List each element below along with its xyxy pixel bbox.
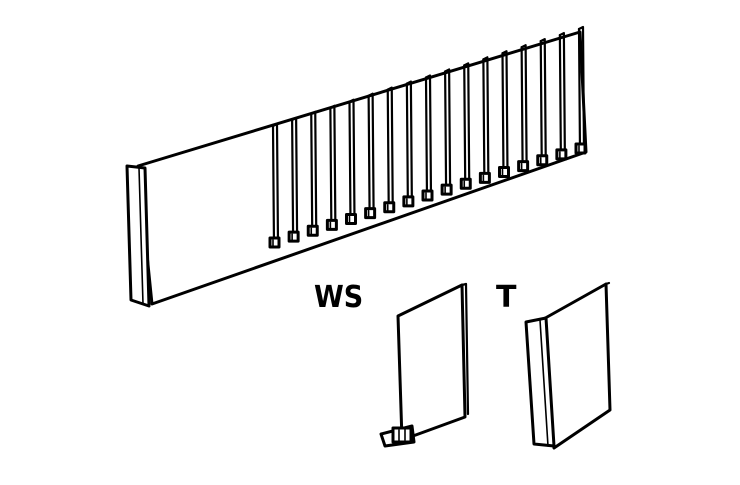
divider-fin-edge bbox=[271, 122, 280, 246]
divider-fin-edge bbox=[444, 68, 452, 193]
divider-fin bbox=[459, 62, 472, 190]
divider-fin-edge bbox=[424, 74, 433, 199]
divider-fin-edge bbox=[520, 44, 528, 169]
divider-clip bbox=[574, 142, 587, 155]
ws-label: WS bbox=[314, 280, 364, 315]
divider-fin-front bbox=[463, 64, 467, 189]
ws-divider-panel bbox=[396, 283, 467, 442]
divider-fin bbox=[364, 92, 377, 220]
divider-fin-edge bbox=[482, 56, 490, 181]
divider-fin-edge bbox=[501, 50, 509, 175]
divider-clip bbox=[421, 189, 434, 202]
divider-clip bbox=[555, 148, 568, 161]
divider-clip bbox=[517, 160, 530, 173]
divider-fin bbox=[574, 25, 587, 155]
divider-fin bbox=[402, 80, 415, 208]
divider-fin-edge bbox=[367, 92, 375, 216]
divider-fin-front bbox=[386, 88, 390, 212]
divider-fin-front bbox=[291, 118, 295, 242]
divider-fin bbox=[440, 68, 453, 196]
divider-clip bbox=[325, 218, 338, 231]
divider-fin bbox=[498, 50, 510, 178]
divider-fin-front bbox=[520, 46, 524, 171]
divider-fin-edge bbox=[329, 104, 337, 228]
t-divider bbox=[524, 281, 612, 450]
divider-fin-front bbox=[424, 76, 429, 201]
rail-end-cap bbox=[125, 164, 151, 308]
divider-clip bbox=[478, 171, 491, 184]
divider-fin-edge bbox=[291, 116, 299, 240]
divider-fin-front bbox=[329, 106, 333, 230]
divider-clip bbox=[287, 230, 300, 243]
divider-fin bbox=[325, 104, 338, 231]
ws-divider bbox=[379, 282, 470, 448]
divider-fin-front bbox=[577, 27, 582, 154]
divider-fin bbox=[268, 122, 281, 249]
divider-fin-front bbox=[539, 40, 543, 165]
divider-fin-front bbox=[367, 94, 371, 218]
divider-fin-front bbox=[405, 82, 409, 206]
divider-fin-front bbox=[482, 58, 486, 183]
divider-fin bbox=[536, 38, 549, 167]
t-divider-flange-edge bbox=[539, 319, 549, 447]
divider-fin bbox=[555, 31, 568, 161]
divider-clip bbox=[536, 154, 549, 167]
divider-clip bbox=[268, 236, 281, 249]
divider-fin-front bbox=[271, 124, 276, 248]
divider-fin-edge bbox=[386, 86, 394, 210]
divider-fin bbox=[478, 56, 491, 184]
divider-fin bbox=[345, 98, 357, 225]
rail-end-cap-edge bbox=[138, 167, 144, 305]
divider-clip bbox=[306, 224, 319, 237]
divider-fin bbox=[517, 44, 530, 173]
divider-clip bbox=[440, 183, 453, 196]
divider-fin bbox=[421, 74, 434, 202]
divider-fin-edge bbox=[539, 38, 547, 163]
divider-fin-front bbox=[348, 100, 352, 224]
divider-fin-front bbox=[501, 52, 505, 177]
divider-fin bbox=[383, 86, 396, 214]
divider-fin-front bbox=[310, 112, 314, 236]
divider-fin bbox=[287, 116, 300, 243]
divider-clip bbox=[383, 201, 396, 214]
divider-fin-edge bbox=[577, 25, 586, 152]
divider-fin-edge bbox=[405, 80, 413, 204]
divider-clip bbox=[402, 195, 415, 208]
t-divider-back-edge bbox=[604, 281, 611, 286]
divider-clip bbox=[345, 213, 357, 225]
ws-clip-tab bbox=[391, 426, 413, 444]
divider-clip bbox=[364, 207, 377, 220]
t-label: T bbox=[496, 280, 517, 315]
divider-fin-edge bbox=[558, 31, 566, 157]
divider-fin bbox=[306, 110, 319, 237]
divider-fin-front bbox=[444, 70, 448, 195]
shelf-rail-assembly bbox=[125, 25, 588, 308]
divider-clip bbox=[498, 166, 510, 178]
divider-fin-edge bbox=[310, 110, 318, 234]
divider-fin-front bbox=[558, 33, 562, 159]
divider-fin-edge bbox=[463, 62, 471, 187]
divider-fin-edge bbox=[348, 98, 356, 222]
divider-clip bbox=[459, 177, 472, 190]
t-divider-front-flange bbox=[524, 316, 556, 448]
divider-group bbox=[268, 25, 587, 249]
ws-divider-back-edge-2 bbox=[464, 282, 470, 416]
